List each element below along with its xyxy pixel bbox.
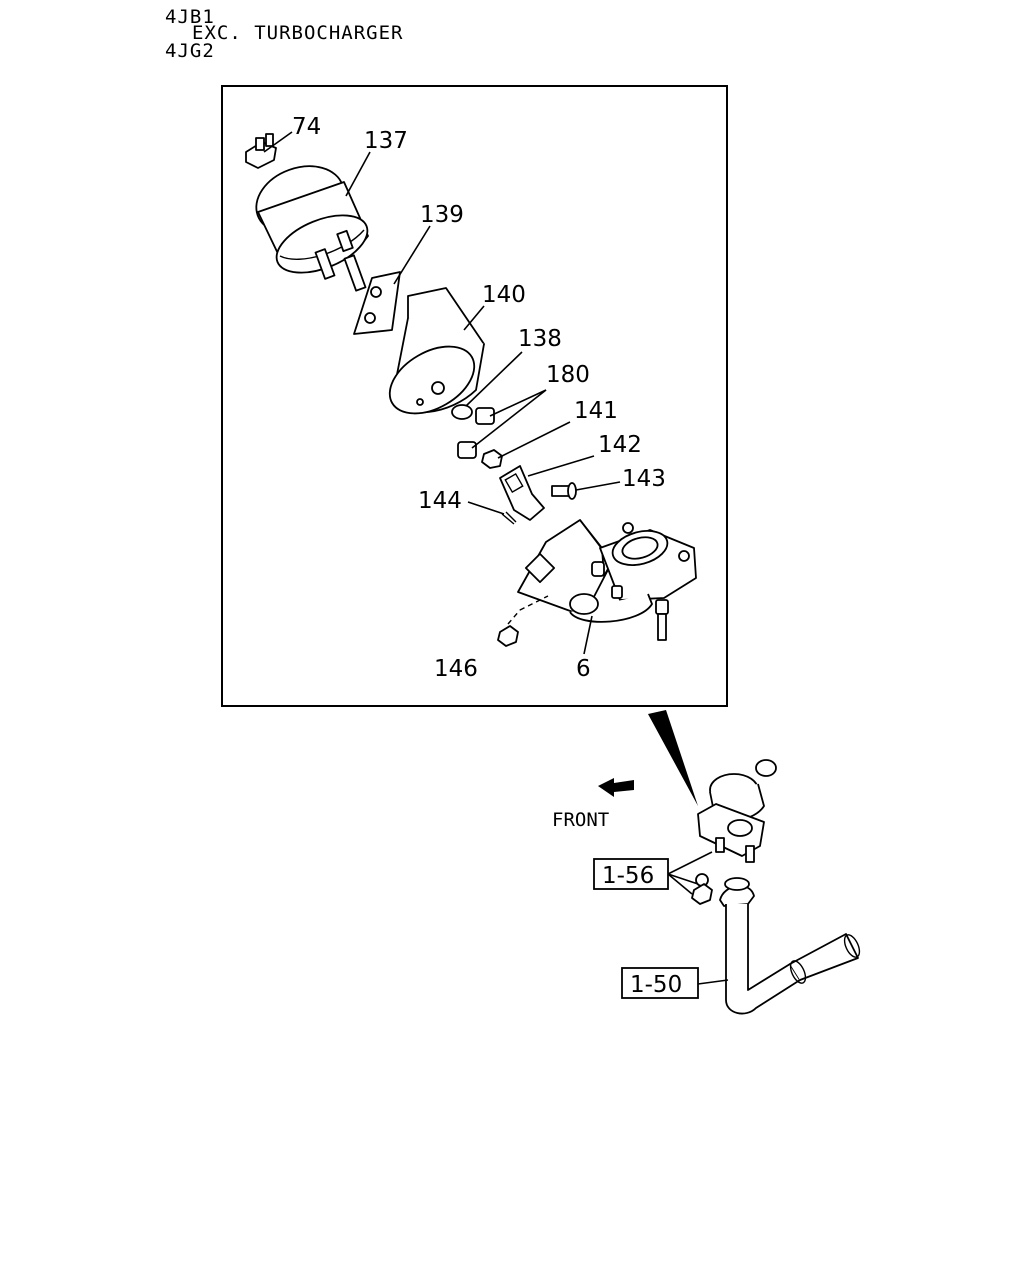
- leader-1-56a: [667, 851, 713, 875]
- part-180-spacer-upper[interactable]: [475, 407, 495, 425]
- header-condition: EXC. TURBOCHARGER: [192, 22, 404, 44]
- ref-1-50[interactable]: 1-50: [630, 972, 682, 998]
- leader-137: [345, 151, 371, 197]
- callout-144: 144: [418, 488, 462, 514]
- part-142-lever[interactable]: [499, 465, 545, 521]
- part-74-fitting[interactable]: [245, 133, 277, 169]
- header-model-2: 4JG2: [165, 40, 215, 62]
- header-model-1: 4JB1: [165, 6, 215, 28]
- callout-146: 146: [434, 656, 478, 682]
- part-139-gasket[interactable]: [353, 271, 401, 335]
- part-144-cotter-pin[interactable]: [501, 511, 517, 525]
- detail-pointer: [648, 710, 698, 806]
- ref-box-1-56[interactable]: [593, 858, 669, 890]
- callout-138: 138: [518, 326, 562, 352]
- leader-139: [393, 225, 431, 285]
- detail-frame: [221, 85, 728, 707]
- part-180-spacer-lower[interactable]: [457, 441, 477, 459]
- leader-141: [497, 421, 571, 459]
- leader-140: [463, 305, 485, 331]
- part-6-valve-body[interactable]: [517, 519, 697, 641]
- leader-144: [467, 501, 505, 515]
- leader-180b: [471, 389, 547, 449]
- overview-assembly: [691, 759, 861, 1015]
- ref-1-56[interactable]: 1-56: [602, 863, 654, 889]
- front-arrow-icon: [598, 778, 634, 797]
- callout-6: 6: [576, 656, 591, 682]
- part-140-bracket[interactable]: [378, 287, 486, 427]
- callout-74: 74: [292, 114, 321, 140]
- leader-1-56c: [667, 873, 693, 895]
- part-141-nut[interactable]: [481, 449, 503, 469]
- callout-143: 143: [622, 466, 666, 492]
- leader-1-56b: [667, 873, 699, 885]
- callout-137: 137: [364, 128, 408, 154]
- part-143-pin[interactable]: [551, 482, 577, 500]
- front-label: FRONT: [552, 809, 609, 831]
- callout-140: 140: [482, 282, 526, 308]
- leader-143: [575, 481, 621, 491]
- callout-142: 142: [598, 432, 642, 458]
- leader-138: [465, 351, 523, 407]
- ref-box-1-50[interactable]: [621, 967, 699, 999]
- part-138-washer[interactable]: [451, 404, 473, 420]
- part-146-nut[interactable]: [497, 595, 549, 647]
- leader-142: [527, 455, 595, 477]
- leader-6: [583, 615, 593, 655]
- callout-180: 180: [546, 362, 590, 388]
- leader-180a: [489, 389, 547, 417]
- callout-141: 141: [574, 398, 618, 424]
- part-137-diaphragm[interactable]: [247, 155, 376, 292]
- callout-139: 139: [420, 202, 464, 228]
- leader-74: [263, 131, 293, 153]
- leader-1-50: [697, 979, 729, 985]
